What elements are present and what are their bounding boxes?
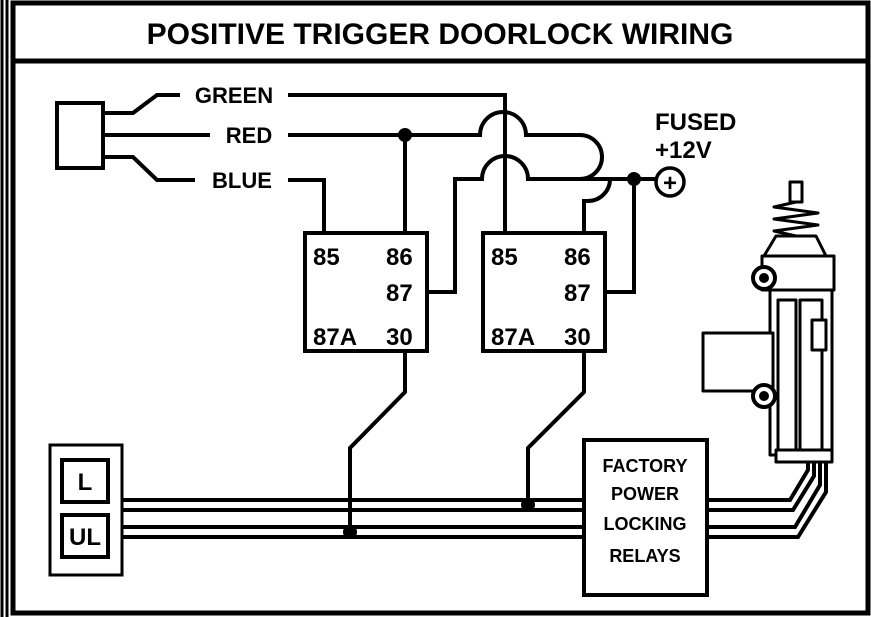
green-wire-lead — [103, 93, 180, 115]
relay1-pin-86: 86 — [386, 244, 413, 271]
splice-dot-lock-bus — [521, 498, 535, 512]
factory-relays-box: FACTORY POWER LOCKING RELAYS — [582, 438, 709, 597]
wire-label-red: RED — [226, 123, 272, 148]
relay1-87-wire — [427, 154, 656, 294]
relay1-pin-85: 85 — [313, 244, 340, 271]
power-label-12v: +12V — [655, 137, 712, 164]
door-lock-actuator-icon — [701, 180, 836, 464]
lock-terminal-box — [60, 458, 110, 504]
diagram-frame — [10, 0, 871, 616]
diagram-title: POSITIVE TRIGGER DOORLOCK WIRING — [147, 18, 734, 51]
actuator-wire-d — [707, 460, 828, 539]
green-wire — [288, 93, 507, 233]
red-wire — [288, 110, 604, 181]
relay2-pin-30: 30 — [564, 324, 591, 351]
relay-1: 85 86 87 87A 30 — [303, 231, 429, 353]
factory-relays-line2: POWER — [611, 484, 679, 504]
splice-dots — [343, 128, 641, 539]
wire-label-blue: BLUE — [212, 168, 272, 193]
relay-2: 85 86 87 87A 30 — [481, 231, 607, 353]
factory-relays-line1: FACTORY — [602, 456, 687, 476]
left-edge-strip — [0, 0, 9, 617]
relay1-30-wire — [348, 351, 407, 532]
splice-dot-power — [627, 172, 641, 186]
actuator-wire-a — [707, 460, 810, 502]
relay1-pin-87: 87 — [386, 280, 413, 307]
blue-wire-lead — [103, 155, 195, 182]
unlock-terminal-label: UL — [69, 524, 101, 551]
relay2-pin-85: 85 — [491, 244, 518, 271]
power-label-fused: FUSED — [655, 109, 736, 136]
relay2-86-wire — [582, 178, 612, 233]
relay1-pin-87a: 87A — [313, 324, 357, 351]
relay2-87-wire — [605, 179, 636, 294]
splice-dot-red — [398, 128, 412, 142]
actuator-wire-b — [707, 460, 816, 512]
relay1-pin-30: 30 — [386, 324, 413, 351]
power-terminal — [654, 166, 686, 198]
switch-connector-box — [55, 101, 105, 170]
wiring-lines — [103, 93, 828, 539]
relay2-pin-87a: 87A — [491, 324, 535, 351]
lock-unlock-switch: L UL — [48, 443, 124, 577]
blue-wire — [288, 178, 326, 233]
factory-relays-line3: LOCKING — [604, 514, 687, 534]
splice-dot-unlock-bus — [343, 525, 357, 539]
relay2-pin-86: 86 — [564, 244, 591, 271]
relay2-pin-87: 87 — [564, 280, 591, 307]
unlock-terminal-box — [60, 513, 110, 559]
power-terminal-symbol: + — [663, 170, 677, 197]
lock-terminal-label: L — [78, 469, 93, 496]
wire-label-green: GREEN — [195, 83, 273, 108]
relay2-30-wire — [526, 351, 586, 505]
factory-relays-line4: RELAYS — [609, 546, 680, 566]
actuator-wire-c — [707, 460, 822, 529]
